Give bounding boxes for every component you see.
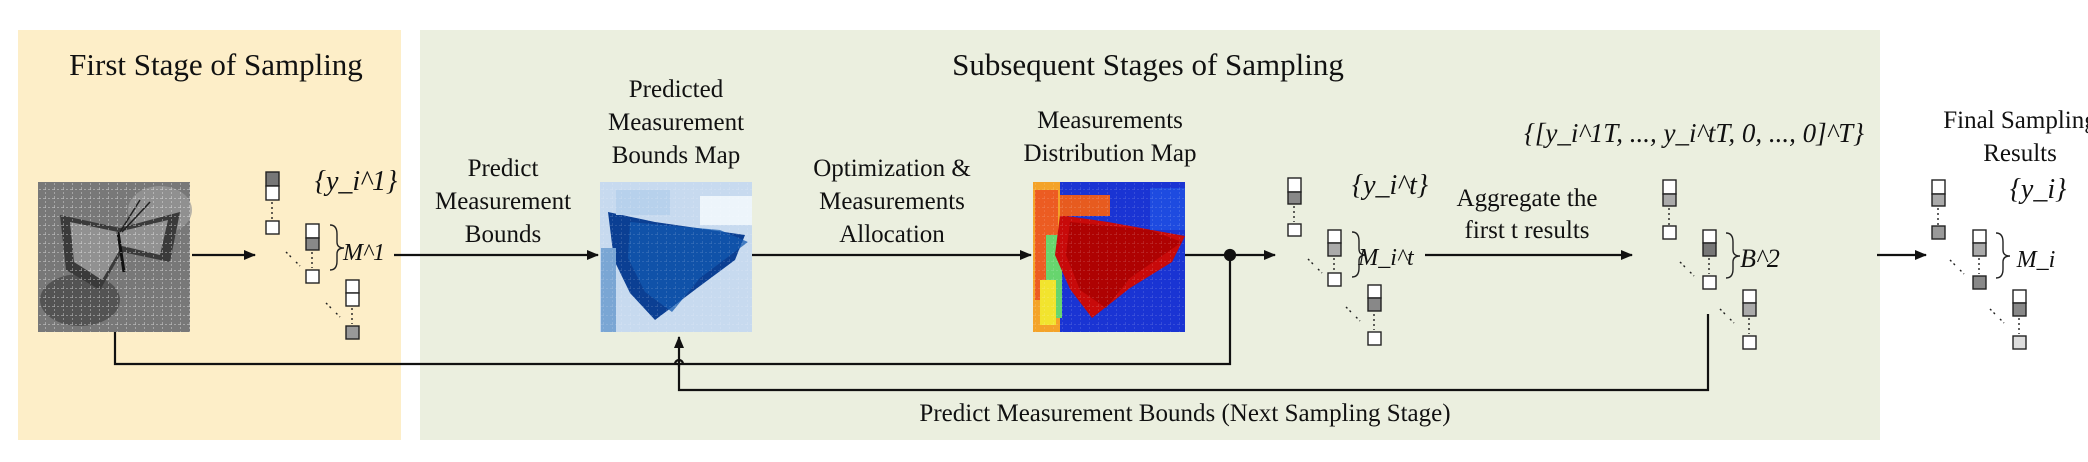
math-aggregate-vector: {[y_i^1T, ..., y_i^tT, 0, ..., 0]^T}	[1524, 118, 1864, 148]
arrow-icon	[113, 248, 1927, 392]
aggregate-line-1: Aggregate the	[1457, 185, 1598, 212]
aggregate-line-2: first t results	[1465, 217, 1590, 244]
math-M1: M^1	[342, 240, 385, 266]
predict-bounds-line-2: Measurement	[435, 188, 571, 215]
math-B2: B^2	[1740, 244, 1780, 273]
first-stage-title: First Stage of Sampling	[69, 47, 363, 82]
butterfly-image-icon	[38, 182, 192, 332]
math-M-final: M_i	[2016, 247, 2056, 273]
predict-bounds-line-1: Predict	[468, 155, 539, 182]
optimization-line-3: Allocation	[839, 221, 945, 248]
heatmap-icon	[600, 182, 752, 332]
heatmap-icon	[1033, 182, 1185, 332]
math-y-final: {y_i}	[2010, 174, 2067, 205]
predict-bounds-line-3: Bounds	[465, 221, 541, 248]
bounds-map-title-line-2: Measurement	[608, 109, 744, 136]
bounds-map-title-line-3: Bounds Map	[612, 142, 740, 169]
distribution-map-title-line-1: Measurements	[1037, 107, 1183, 134]
feedback-label: Predict Measurement Bounds (Next Samplin…	[919, 400, 1450, 427]
optimization-line-1: Optimization &	[813, 155, 971, 182]
bounds-map-title-line-1: Predicted	[629, 76, 724, 103]
final-results-line-1: Final Sampling	[1943, 107, 2088, 134]
optimization-line-2: Measurements	[819, 188, 965, 215]
math-yt-set: {y_i^t}	[1352, 170, 1428, 201]
measurement-vector-icon	[265, 171, 2027, 350]
math-Mt: M_i^t	[1357, 245, 1415, 271]
distribution-map-title-line-2: Distribution Map	[1024, 140, 1197, 167]
subsequent-stage-title: Subsequent Stages of Sampling	[952, 47, 1344, 82]
final-results-line-2: Results	[1983, 140, 2057, 167]
math-y1-set: {y_i^1}	[315, 166, 397, 197]
